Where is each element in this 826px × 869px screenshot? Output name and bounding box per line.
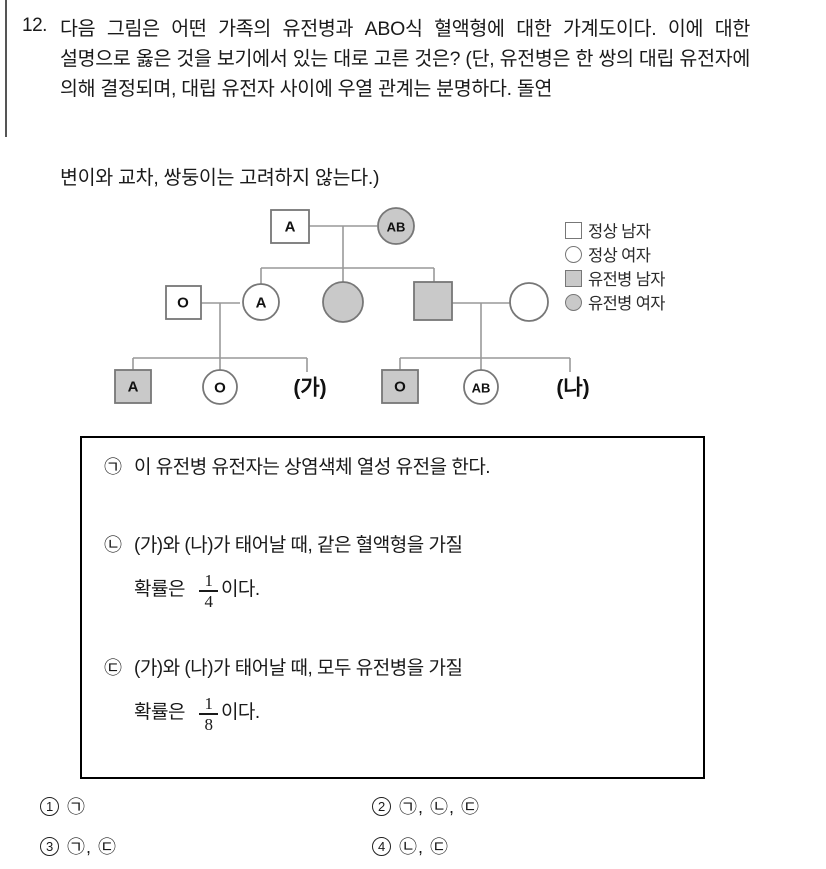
- choice-text: ㉠, ㉡, ㉢: [399, 797, 481, 817]
- node-label: AB: [387, 220, 406, 235]
- node-label: A: [128, 379, 139, 396]
- statement-text: (가)와 (나)가 태어날 때, 모두 유전병을 가질: [134, 658, 463, 679]
- offspring-label-ga: (가): [293, 377, 326, 400]
- circle-open-icon: [565, 245, 582, 263]
- circle-open-icon: [463, 369, 499, 405]
- legend-label: 유전병 여자: [588, 295, 665, 313]
- legend-item-normal-male: 정상 남자: [565, 218, 750, 242]
- probability-suffix: 이다.: [220, 579, 260, 601]
- square-filled-icon: [114, 369, 152, 404]
- legend-item-affected-female: 유전병 여자: [565, 290, 750, 314]
- circle-filled-icon: [377, 207, 415, 245]
- question-text-continued: 변이와 교차, 쌍둥이는 고려하지 않는다.): [60, 167, 380, 189]
- left-margin-rule: [5, 0, 7, 137]
- node-label: AB: [472, 381, 491, 396]
- choice-text: ㉠: [67, 797, 86, 817]
- statement-text: 이 유전병 유전자는 상염색체 열성 유전을 한다.: [134, 457, 491, 478]
- statement-marker: ㉢: [104, 658, 122, 678]
- circle-open-icon: [202, 369, 238, 405]
- pedigree-node-II-3: [322, 281, 364, 323]
- pedigree-node-II-1: O: [165, 285, 202, 320]
- fraction-denominator: 4: [204, 591, 213, 611]
- fraction: 1 8: [198, 694, 218, 734]
- probability-prefix: 확률은: [134, 579, 185, 601]
- probability-prefix: 확률은: [134, 702, 185, 724]
- statement-text: (가)와 (나)가 태어날 때, 같은 혈액형을 가질: [134, 535, 463, 556]
- node-label: O: [394, 379, 406, 396]
- pedigree-node-III-4: O: [381, 369, 419, 404]
- fraction-numerator: 1: [204, 694, 213, 713]
- legend-label: 정상 남자: [588, 223, 651, 241]
- node-label: A: [256, 295, 267, 312]
- square-open-icon: [270, 209, 310, 244]
- fraction-bar: [198, 713, 218, 715]
- square-filled-icon: [381, 369, 419, 404]
- pedigree-node-I-2: AB: [377, 207, 415, 245]
- fraction-numerator: 1: [204, 571, 213, 590]
- node-label: O: [177, 295, 189, 312]
- circle-open-icon: [242, 283, 280, 321]
- pedigree-node-II-5: [509, 282, 549, 322]
- probability-suffix: 이다.: [220, 702, 260, 724]
- answer-choice-4[interactable]: 4 ㉡, ㉢: [372, 833, 449, 859]
- node-label: O: [214, 380, 226, 397]
- statements-box: ㉠ 이 유전병 유전자는 상염색체 열성 유전을 한다. ㉡ (가)와 (나)가…: [80, 436, 705, 779]
- pedigree-node-III-5: AB: [463, 369, 499, 405]
- choice-number: 4: [372, 836, 391, 856]
- square-open-icon: [565, 221, 582, 239]
- square-open-icon: [165, 285, 202, 320]
- question-text: 다음 그림은 어떤 가족의 유전병과 ABO식 혈액형에 대한 가계도이다. 이…: [60, 18, 750, 100]
- node-label: A: [285, 219, 296, 236]
- statement-a: ㉠ 이 유전병 유전자는 상염색체 열성 유전을 한다.: [104, 452, 684, 483]
- statement-marker: ㉡: [104, 535, 122, 555]
- question-number: 12.: [22, 15, 47, 36]
- statement-marker: ㉠: [104, 457, 122, 477]
- pedigree-node-II-4: [413, 281, 453, 321]
- statement-c: ㉢ (가)와 (나)가 태어날 때, 모두 유전병을 가질 확률은 1 8 이다…: [104, 653, 684, 734]
- choice-number: 3: [40, 836, 59, 856]
- answer-choice-1[interactable]: 1 ㉠: [40, 793, 86, 819]
- choice-text: ㉡, ㉢: [399, 837, 450, 857]
- legend-label: 유전병 남자: [588, 271, 665, 289]
- pedigree-legend: 정상 남자 정상 여자 유전병 남자 유전병 여자: [565, 218, 750, 314]
- circle-filled-icon: [565, 293, 582, 311]
- statement-b: ㉡ (가)와 (나)가 태어날 때, 같은 혈액형을 가질 확률은 1 4 이다…: [104, 530, 684, 611]
- pedigree-node-III-6: (나): [556, 377, 589, 400]
- pedigree-node-III-2: O: [202, 369, 238, 405]
- fraction-denominator: 8: [204, 714, 213, 734]
- fraction-bar: [198, 590, 218, 592]
- square-filled-icon: [565, 269, 582, 287]
- probability-expression: 확률은 1 4 이다.: [134, 571, 684, 611]
- circle-filled-icon: [322, 281, 364, 323]
- legend-item-affected-male: 유전병 남자: [565, 266, 750, 290]
- answer-choice-3[interactable]: 3 ㉠, ㉢: [40, 833, 117, 859]
- pedigree-node-I-1: A: [270, 209, 310, 244]
- fraction: 1 4: [198, 571, 218, 611]
- offspring-label-na: (나): [556, 377, 589, 400]
- pedigree-node-III-3: (가): [293, 377, 326, 400]
- pedigree-connector-lines: [132, 225, 571, 372]
- choice-number: 1: [40, 796, 59, 816]
- probability-expression: 확률은 1 8 이다.: [134, 694, 684, 734]
- pedigree-diagram: A AB O A A O: [0, 200, 826, 415]
- choice-number: 2: [372, 796, 391, 816]
- square-filled-icon: [413, 281, 453, 321]
- choice-text: ㉠, ㉢: [67, 837, 118, 857]
- answer-choice-2[interactable]: 2 ㉠, ㉡, ㉢: [372, 793, 480, 819]
- pedigree-node-III-1: A: [114, 369, 152, 404]
- pedigree-node-II-2: A: [242, 283, 280, 321]
- legend-item-normal-female: 정상 여자: [565, 242, 750, 266]
- legend-label: 정상 여자: [588, 247, 651, 265]
- circle-open-icon: [509, 282, 549, 322]
